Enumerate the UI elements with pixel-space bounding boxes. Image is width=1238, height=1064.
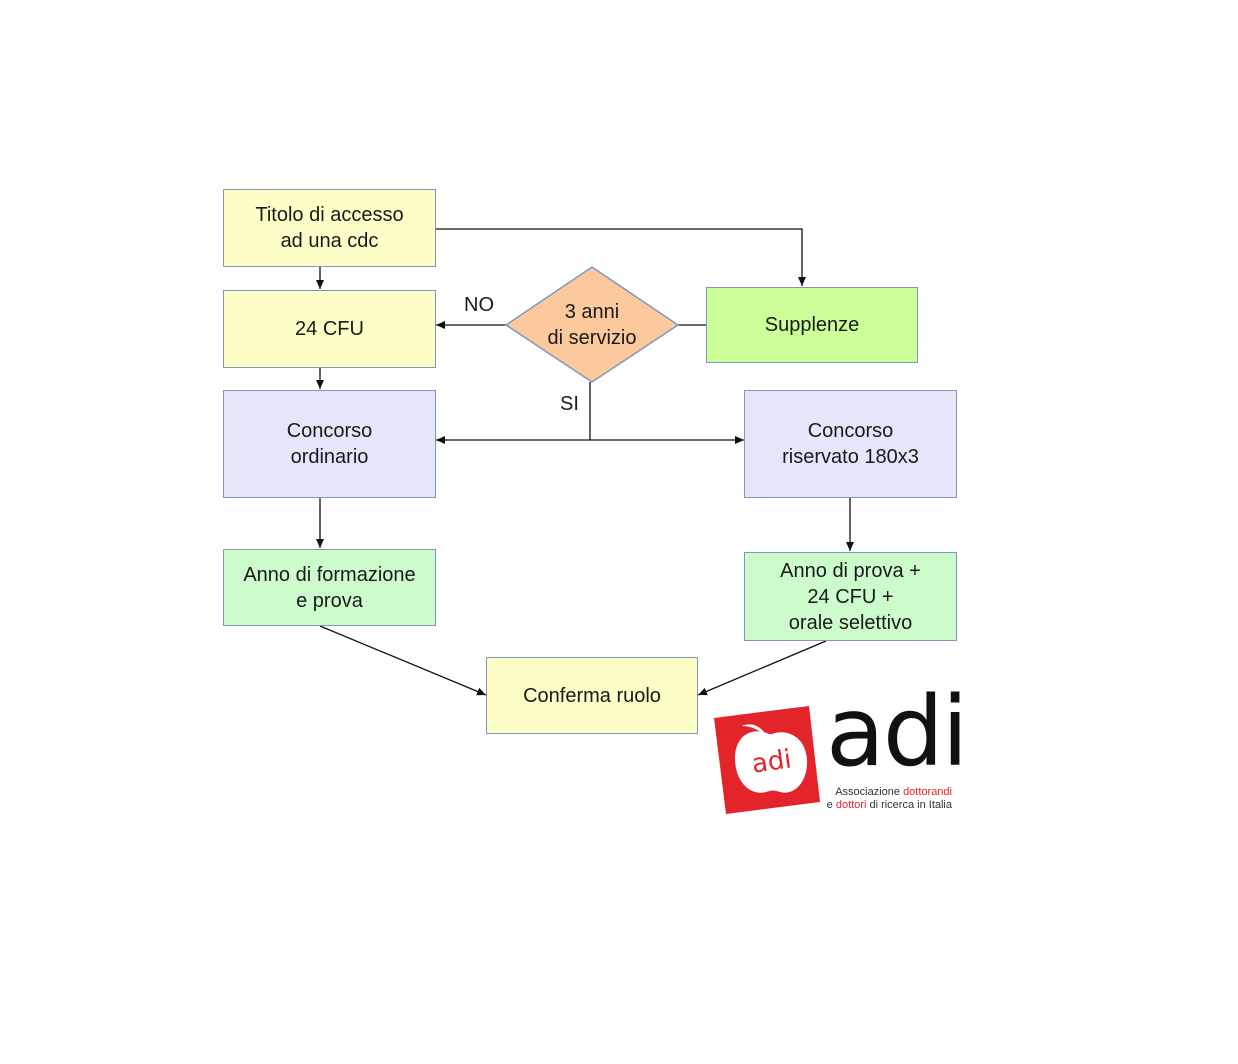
edge-label-no: NO xyxy=(464,294,494,316)
node-supplenze: Supplenze xyxy=(706,287,918,363)
node-titolo-accesso: Titolo di accesso ad una cdc xyxy=(223,189,436,267)
node-concorso-ordinario: Concorso ordinario xyxy=(223,390,436,498)
adi-tagline: Associazione dottorandi e dottori di ric… xyxy=(826,786,952,811)
edge-label-si: SI xyxy=(560,393,579,415)
edge-formazione-conferma xyxy=(319,625,487,696)
adi-badge-icon: adi xyxy=(714,706,820,814)
node-anno-prova: Anno di prova + 24 CFU + orale selettivo xyxy=(744,552,957,641)
edge-prova-conferma xyxy=(697,640,827,696)
node-concorso-riservato: Concorso riservato 180x3 xyxy=(744,390,957,498)
adi-wordmark: adi xyxy=(826,676,968,788)
node-24-cfu: 24 CFU xyxy=(223,290,436,368)
edge-titolo-supplenze xyxy=(436,228,806,286)
badge-text: adi xyxy=(750,744,793,779)
decision-diamond xyxy=(504,266,680,383)
node-conferma-ruolo: Conferma ruolo xyxy=(486,657,698,734)
node-anno-formazione: Anno di formazione e prova xyxy=(223,549,436,626)
decision-label: 3 anni di servizio xyxy=(547,301,637,349)
